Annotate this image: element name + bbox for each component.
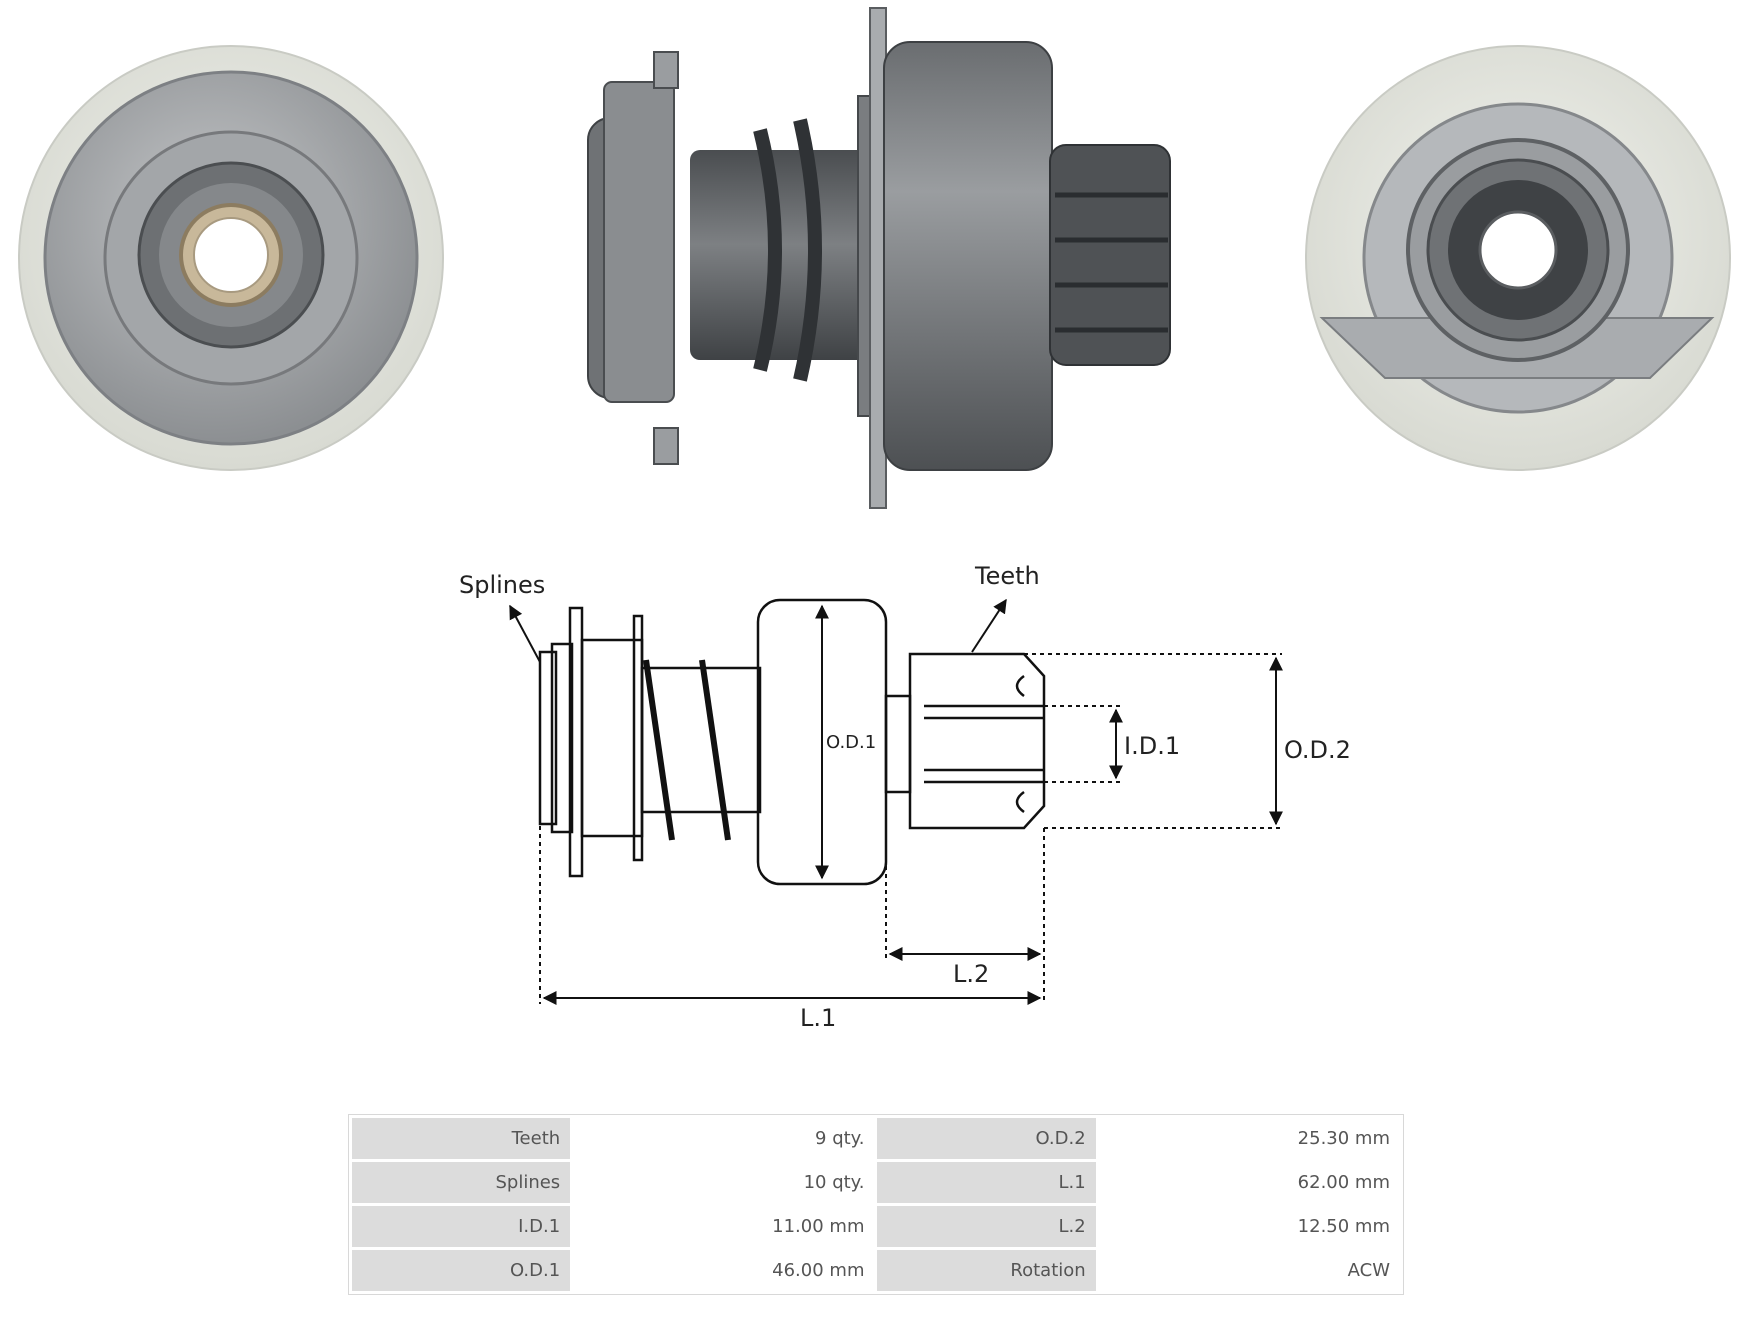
spec-value: 11.00 mm (573, 1206, 875, 1247)
photo-front-view (18, 45, 444, 471)
spec-label: Splines (352, 1162, 571, 1203)
dimension-diagram: Splines Teeth O.D.1 I.D.1 O.D.2 L.2 L.1 (459, 562, 1351, 1032)
spec-label: Rotation (877, 1250, 1096, 1291)
table-row: Teeth 9 qty. O.D.2 25.30 mm (352, 1118, 1400, 1159)
spec-value: 62.00 mm (1098, 1162, 1400, 1203)
table-row: O.D.1 46.00 mm Rotation ACW (352, 1250, 1400, 1291)
photo-side-view (587, 7, 1171, 509)
label-od1: O.D.1 (826, 732, 876, 753)
spec-label: O.D.2 (877, 1118, 1096, 1159)
spec-label: O.D.1 (352, 1250, 571, 1291)
spec-value: 9 qty. (573, 1118, 875, 1159)
label-l1: L.1 (800, 1004, 836, 1032)
drive-outline (538, 598, 1046, 886)
spec-label: L.2 (877, 1206, 1096, 1247)
label-splines: Splines (459, 571, 545, 599)
spec-value: 10 qty. (573, 1162, 875, 1203)
spec-value: 25.30 mm (1098, 1118, 1400, 1159)
table-row: I.D.1 11.00 mm L.2 12.50 mm (352, 1206, 1400, 1247)
label-id1: I.D.1 (1124, 732, 1180, 760)
photo-rear-view (1305, 45, 1731, 471)
spec-value: 12.50 mm (1098, 1206, 1400, 1247)
spec-value: 46.00 mm (573, 1250, 875, 1291)
table-row: Splines 10 qty. L.1 62.00 mm (352, 1162, 1400, 1203)
spec-label: Teeth (352, 1118, 571, 1159)
spec-label: L.1 (877, 1162, 1096, 1203)
spec-label: I.D.1 (352, 1206, 571, 1247)
dimension-lines (509, 598, 1283, 1005)
product-photos (18, 7, 1731, 509)
label-od2: O.D.2 (1284, 736, 1351, 764)
spec-value: ACW (1098, 1250, 1400, 1291)
spec-table: Teeth 9 qty. O.D.2 25.30 mm Splines 10 q… (348, 1114, 1404, 1295)
label-l2: L.2 (953, 960, 989, 988)
pinion-teeth-icon (1049, 144, 1171, 366)
label-teeth: Teeth (974, 562, 1040, 590)
